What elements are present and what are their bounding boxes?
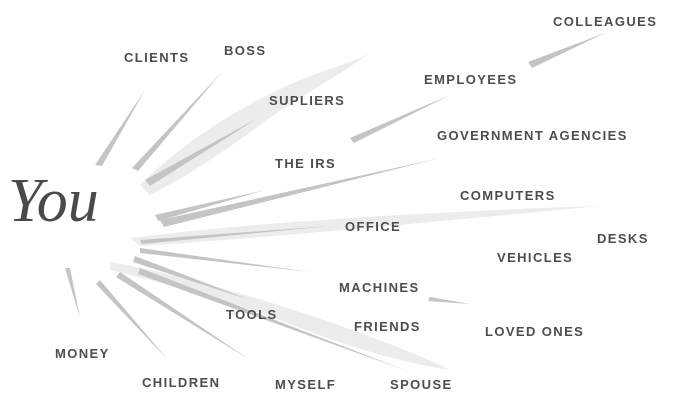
label-clients: CLIENTS — [124, 50, 190, 65]
wisp-lower — [110, 262, 450, 370]
background-wisps — [110, 52, 600, 370]
ray-the-irs — [155, 190, 265, 221]
label-friends: FRIENDS — [354, 319, 421, 334]
label-loved-ones: LOVED ONES — [485, 324, 585, 339]
label-tools: TOOLS — [226, 307, 278, 322]
label-spouse: SPOUSE — [390, 377, 453, 392]
label-supliers: SUPLIERS — [269, 93, 346, 108]
label-myself: MYSELF — [275, 377, 337, 392]
label-the-irs: THE IRS — [275, 156, 337, 171]
ray-clients — [95, 90, 145, 166]
ray-money — [65, 268, 80, 318]
label-government-agencies: GOVERNMENT AGENCIES — [437, 128, 628, 143]
ray-myself — [116, 272, 250, 360]
ray-boss — [132, 72, 222, 171]
label-boss: BOSS — [224, 43, 267, 58]
wisp-middle — [130, 206, 600, 246]
label-employees: EMPLOYEES — [424, 72, 518, 87]
label-colleagues: COLLEAGUES — [553, 14, 658, 29]
ray-spouse — [138, 268, 410, 372]
center-word-you: You — [8, 167, 99, 235]
label-vehicles: VEHICLES — [497, 250, 574, 265]
ray-government-agencies — [160, 158, 440, 227]
label-office: OFFICE — [345, 219, 402, 234]
label-children: CHILDREN — [142, 375, 221, 390]
rays — [65, 33, 605, 372]
ray-employees — [350, 95, 450, 143]
label-machines: MACHINES — [339, 280, 420, 295]
ray-tools — [133, 256, 250, 300]
label-desks: DESKS — [597, 231, 649, 246]
ray-machines — [140, 248, 310, 272]
ray-colleagues — [528, 33, 605, 68]
wisp-upper — [140, 52, 370, 195]
ray-supliers — [145, 118, 258, 186]
label-money: MONEY — [55, 346, 110, 361]
ray-loved-ones — [428, 297, 470, 304]
label-computers: COMPUTERS — [460, 188, 556, 203]
ray-office — [140, 226, 330, 244]
ray-children — [96, 280, 168, 360]
